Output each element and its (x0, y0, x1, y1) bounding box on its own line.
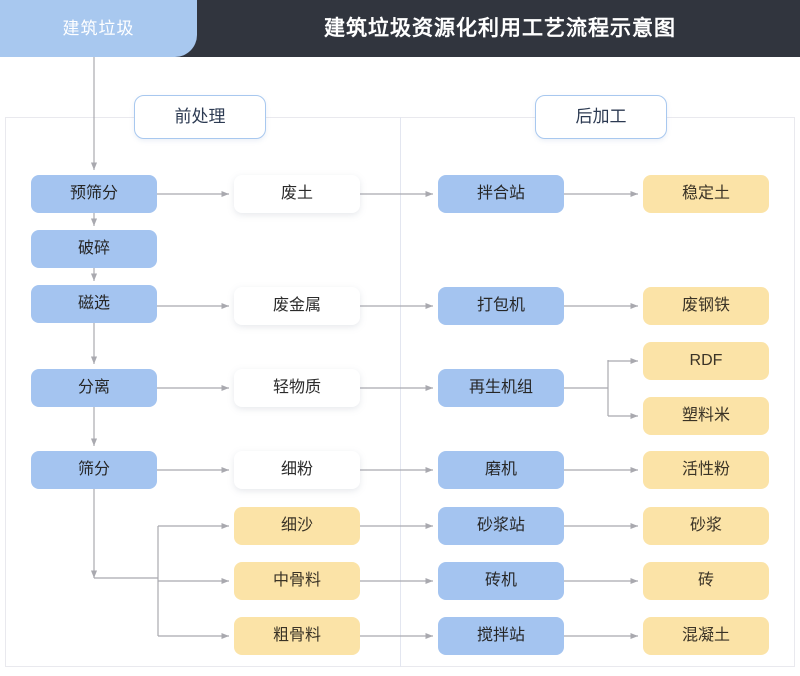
node-scrap-metal[interactable]: 废金属 (234, 287, 360, 325)
node-fine-sand[interactable]: 细沙 (234, 507, 360, 545)
node-coarse-aggregate[interactable]: 粗骨料 (234, 617, 360, 655)
node-pre-screening[interactable]: 预筛分 (31, 175, 157, 213)
node-plastic-pellet[interactable]: 塑料米 (643, 397, 769, 435)
node-mortar[interactable]: 砂浆 (643, 507, 769, 545)
node-mixing-station[interactable]: 拌合站 (438, 175, 564, 213)
section-label-post-process: 后加工 (535, 95, 667, 139)
node-stabilized-soil[interactable]: 稳定土 (643, 175, 769, 213)
node-mortar-station[interactable]: 砂浆站 (438, 507, 564, 545)
node-light-material[interactable]: 轻物质 (234, 369, 360, 407)
stage-divider (400, 117, 401, 667)
node-separation[interactable]: 分离 (31, 369, 157, 407)
node-screening[interactable]: 筛分 (31, 451, 157, 489)
node-concrete[interactable]: 混凝土 (643, 617, 769, 655)
node-baler[interactable]: 打包机 (438, 287, 564, 325)
node-crushing[interactable]: 破碎 (31, 230, 157, 268)
node-concrete-station[interactable]: 搅拌站 (438, 617, 564, 655)
section-label-pre-process: 前处理 (134, 95, 266, 139)
node-medium-aggregate[interactable]: 中骨料 (234, 562, 360, 600)
node-brick[interactable]: 砖 (643, 562, 769, 600)
node-rdf[interactable]: RDF (643, 342, 769, 380)
node-active-powder[interactable]: 活性粉 (643, 451, 769, 489)
node-scrap-steel[interactable]: 废钢铁 (643, 287, 769, 325)
node-fine-powder[interactable]: 细粉 (234, 451, 360, 489)
node-grinding-mill[interactable]: 磨机 (438, 451, 564, 489)
header-tab-construction-waste[interactable]: 建筑垃圾 (0, 0, 197, 57)
node-regeneration-unit[interactable]: 再生机组 (438, 369, 564, 407)
page-title: 建筑垃圾资源化利用工艺流程示意图 (324, 17, 676, 40)
node-magnetic-sep[interactable]: 磁选 (31, 285, 157, 323)
node-waste-soil[interactable]: 废土 (234, 175, 360, 213)
node-brick-machine[interactable]: 砖机 (438, 562, 564, 600)
